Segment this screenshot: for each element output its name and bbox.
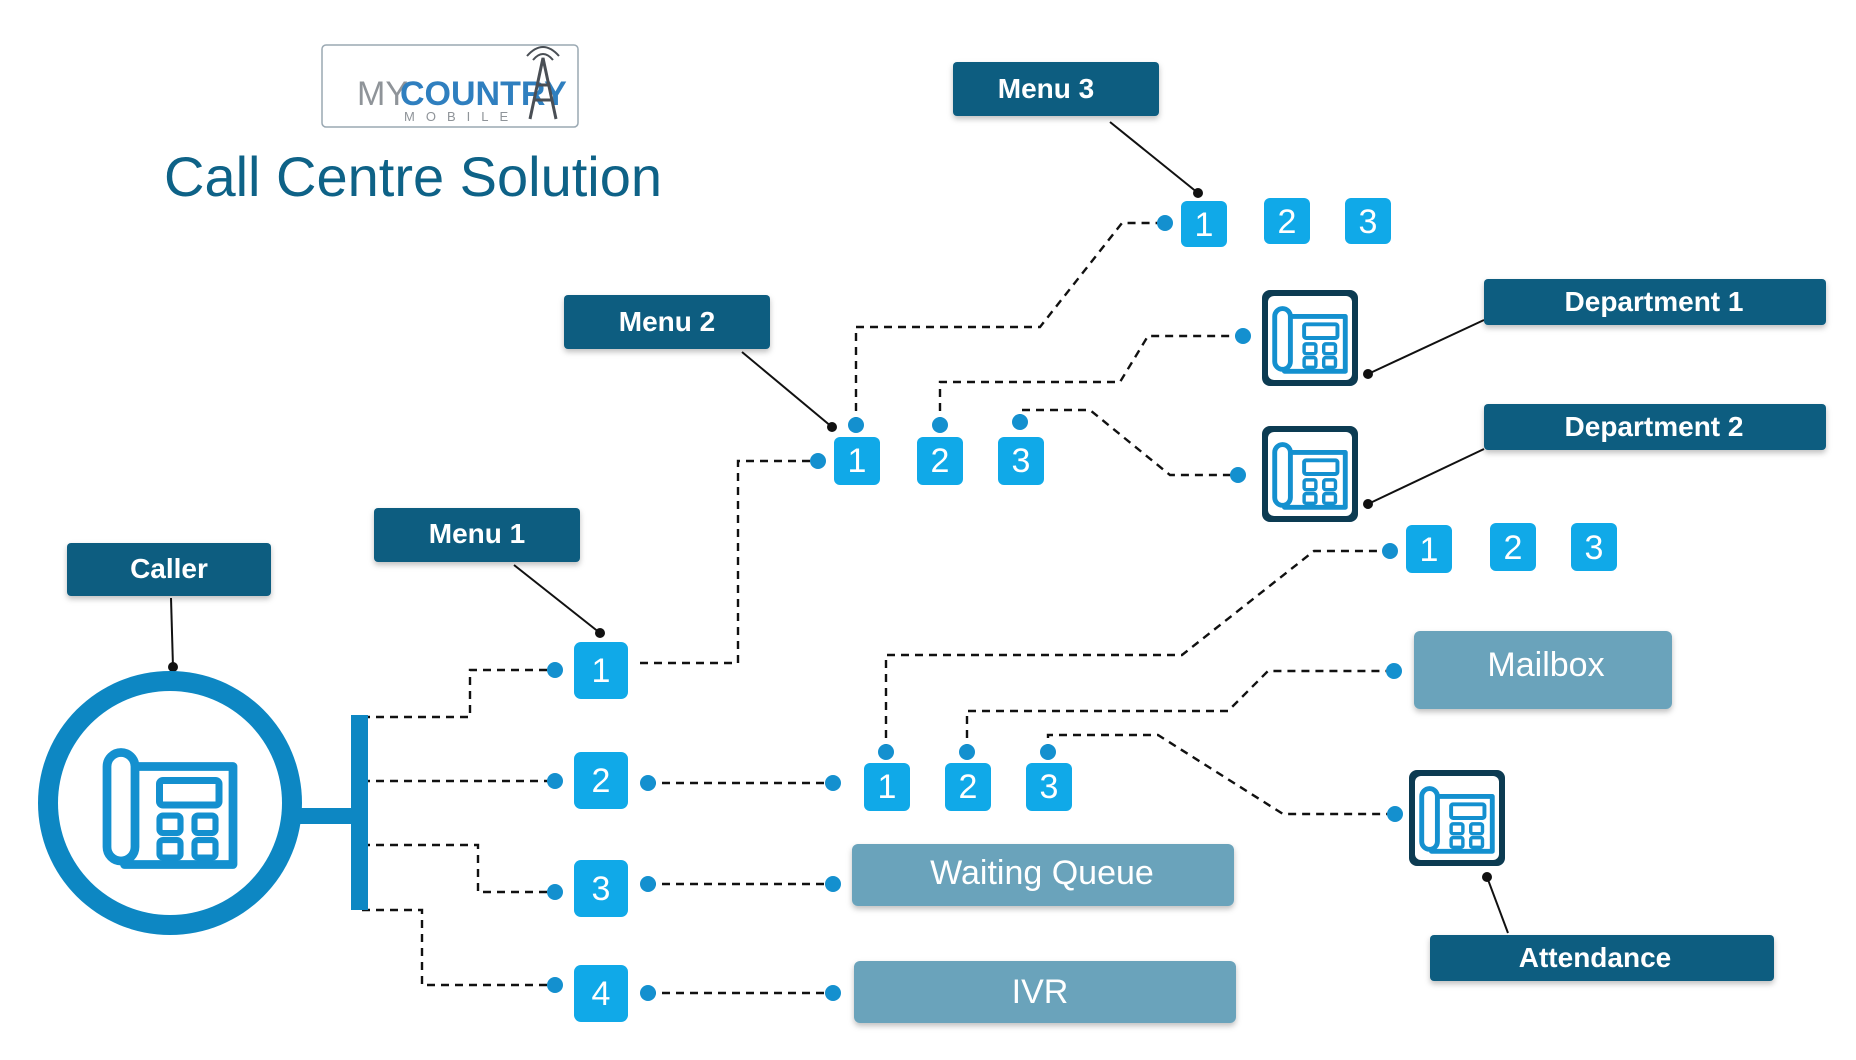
svg-text:1: 1	[1420, 531, 1439, 569]
svg-text:1: 1	[848, 442, 867, 480]
destination-ivr: IVR	[854, 961, 1236, 1023]
sub-b-option-3: 3	[1026, 763, 1072, 811]
label-menu-2: Menu 2	[564, 295, 770, 349]
svg-text:1: 1	[592, 652, 611, 690]
svg-text:Attendance: Attendance	[1519, 942, 1671, 973]
caller-phone	[38, 671, 368, 935]
svg-text:Menu 2: Menu 2	[619, 306, 715, 337]
leader-lines	[168, 121, 1509, 934]
label-menu-3: Menu 3	[953, 62, 1159, 116]
department-1-phone	[1262, 290, 1358, 386]
menu3-option-2: 2	[1264, 198, 1310, 244]
connector-subb-opt3-attendance	[1046, 733, 1395, 816]
connector-dots	[547, 215, 1403, 1001]
connector-subb-opt2-mailbox	[965, 669, 1394, 752]
destination-waiting-queue: Waiting Queue	[852, 844, 1234, 906]
connector-lines	[362, 221, 1395, 995]
sub-a-option-1: 1	[1406, 525, 1452, 573]
svg-text:Department 2: Department 2	[1565, 411, 1744, 442]
sub-b-option-1: 1	[864, 763, 910, 811]
svg-text:IVR: IVR	[1012, 973, 1069, 1011]
logo-word-mobile: MOBILE	[404, 109, 519, 124]
menu2-option-1: 1	[834, 437, 880, 485]
svg-text:Caller: Caller	[130, 553, 208, 584]
label-department-1: Department 1	[1484, 279, 1826, 325]
connector-bus-opt3	[362, 843, 555, 894]
svg-text:3: 3	[592, 870, 611, 908]
department-2-phone	[1262, 426, 1358, 522]
label-menu-1: Menu 1	[374, 508, 580, 562]
connector-subb-opt1-suba	[884, 549, 1390, 752]
connector-opt1-menu2	[640, 459, 818, 665]
antenna-tower-icon	[526, 46, 560, 120]
logo: MY COUNTRY MOBILE	[321, 44, 579, 128]
connector-menu2-opt1-menu3	[854, 221, 1165, 425]
menu1-option-4: 4	[574, 965, 628, 1022]
svg-text:2: 2	[959, 768, 978, 806]
label-caller: Caller	[67, 543, 271, 596]
svg-text:3: 3	[1359, 203, 1378, 241]
svg-text:4: 4	[592, 975, 611, 1013]
menu2-option-3: 3	[998, 437, 1044, 485]
menu1-option-1: 1	[574, 642, 628, 699]
svg-text:3: 3	[1585, 529, 1604, 567]
logo-word-my: MY	[357, 75, 408, 113]
attendance-phone	[1409, 770, 1505, 866]
svg-text:Waiting Queue: Waiting Queue	[930, 854, 1154, 892]
connector-bus-opt1	[362, 668, 555, 719]
sub-b-option-2: 2	[945, 763, 991, 811]
menu1-option-2: 2	[574, 752, 628, 809]
destination-mailbox: Mailbox	[1414, 631, 1672, 709]
svg-text:2: 2	[1504, 529, 1523, 567]
svg-text:2: 2	[931, 442, 950, 480]
svg-text:Department 1: Department 1	[1565, 286, 1744, 317]
svg-text:Menu 3: Menu 3	[998, 73, 1094, 104]
logo-word-country: COUNTRY	[400, 75, 567, 113]
svg-text:1: 1	[1195, 206, 1214, 244]
svg-text:Mailbox: Mailbox	[1487, 646, 1604, 684]
label-attendance: Attendance	[1430, 935, 1774, 981]
menu3-option-3: 3	[1345, 198, 1391, 244]
svg-text:2: 2	[1278, 203, 1297, 241]
svg-text:3: 3	[1040, 768, 1059, 806]
menu1-option-3: 3	[574, 860, 628, 917]
label-department-2: Department 2	[1484, 404, 1826, 450]
sub-a-option-2: 2	[1490, 523, 1536, 571]
sub-a-option-3: 3	[1571, 523, 1617, 571]
connector-menu2-opt3-dept2	[1018, 408, 1238, 477]
svg-text:Menu 1: Menu 1	[429, 518, 525, 549]
menu3-option-1: 1	[1181, 201, 1227, 247]
menu2-option-2: 2	[917, 437, 963, 485]
connector-bus-opt4	[362, 908, 555, 987]
page-title: Call Centre Solution	[164, 145, 662, 208]
svg-text:2: 2	[592, 762, 611, 800]
connector-menu2-opt2-dept1	[938, 334, 1243, 425]
svg-text:3: 3	[1012, 442, 1031, 480]
svg-text:1: 1	[878, 768, 897, 806]
